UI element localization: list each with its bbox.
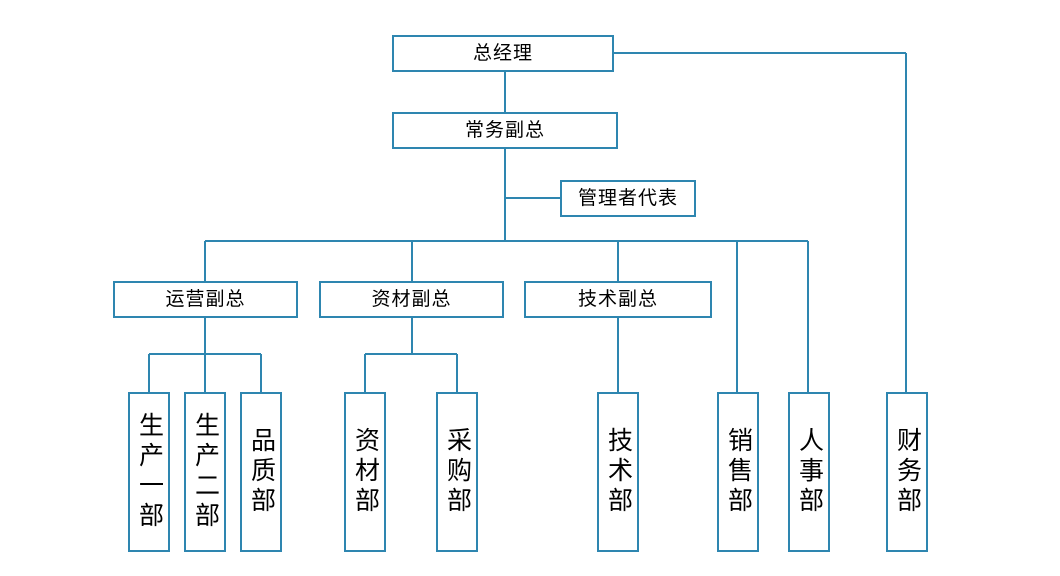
node-purchasing-dept[interactable]: 采购部 xyxy=(436,392,478,552)
node-label-executive-vice-president: 常务副总 xyxy=(464,119,545,141)
node-label-technical-dept: 技术部 xyxy=(604,427,633,517)
node-label-purchasing-dept: 采购部 xyxy=(443,427,472,517)
node-general-manager[interactable]: 总经理 xyxy=(392,35,614,72)
node-label-operations-vice-president: 运营副总 xyxy=(165,288,246,310)
node-production-dept-1[interactable]: 生产一部 xyxy=(128,392,170,552)
node-management-representative[interactable]: 管理者代表 xyxy=(560,180,696,217)
node-materials-dept[interactable]: 资材部 xyxy=(344,392,386,552)
node-label-sales-dept: 销售部 xyxy=(724,427,753,517)
node-quality-dept[interactable]: 品质部 xyxy=(240,392,282,552)
node-finance-dept[interactable]: 财务部 xyxy=(886,392,928,552)
node-label-technical-vice-president: 技术副总 xyxy=(577,288,658,310)
node-technical-vice-president[interactable]: 技术副总 xyxy=(524,281,712,318)
node-label-management-representative: 管理者代表 xyxy=(577,187,678,209)
node-executive-vice-president[interactable]: 常务副总 xyxy=(392,112,618,149)
node-label-production-dept-1: 生产一部 xyxy=(135,412,164,532)
node-technical-dept[interactable]: 技术部 xyxy=(597,392,639,552)
node-production-dept-2[interactable]: 生产二部 xyxy=(184,392,226,552)
node-hr-dept[interactable]: 人事部 xyxy=(788,392,830,552)
node-operations-vice-president[interactable]: 运营副总 xyxy=(113,281,298,318)
node-label-hr-dept: 人事部 xyxy=(795,427,824,517)
node-materials-vice-president[interactable]: 资材副总 xyxy=(319,281,504,318)
node-label-finance-dept: 财务部 xyxy=(893,427,922,517)
node-label-quality-dept: 品质部 xyxy=(247,427,276,517)
node-label-production-dept-2: 生产二部 xyxy=(191,412,220,532)
node-label-materials-dept: 资材部 xyxy=(351,427,380,517)
node-sales-dept[interactable]: 销售部 xyxy=(717,392,759,552)
node-label-materials-vice-president: 资材副总 xyxy=(371,288,452,310)
node-label-general-manager: 总经理 xyxy=(472,42,533,64)
